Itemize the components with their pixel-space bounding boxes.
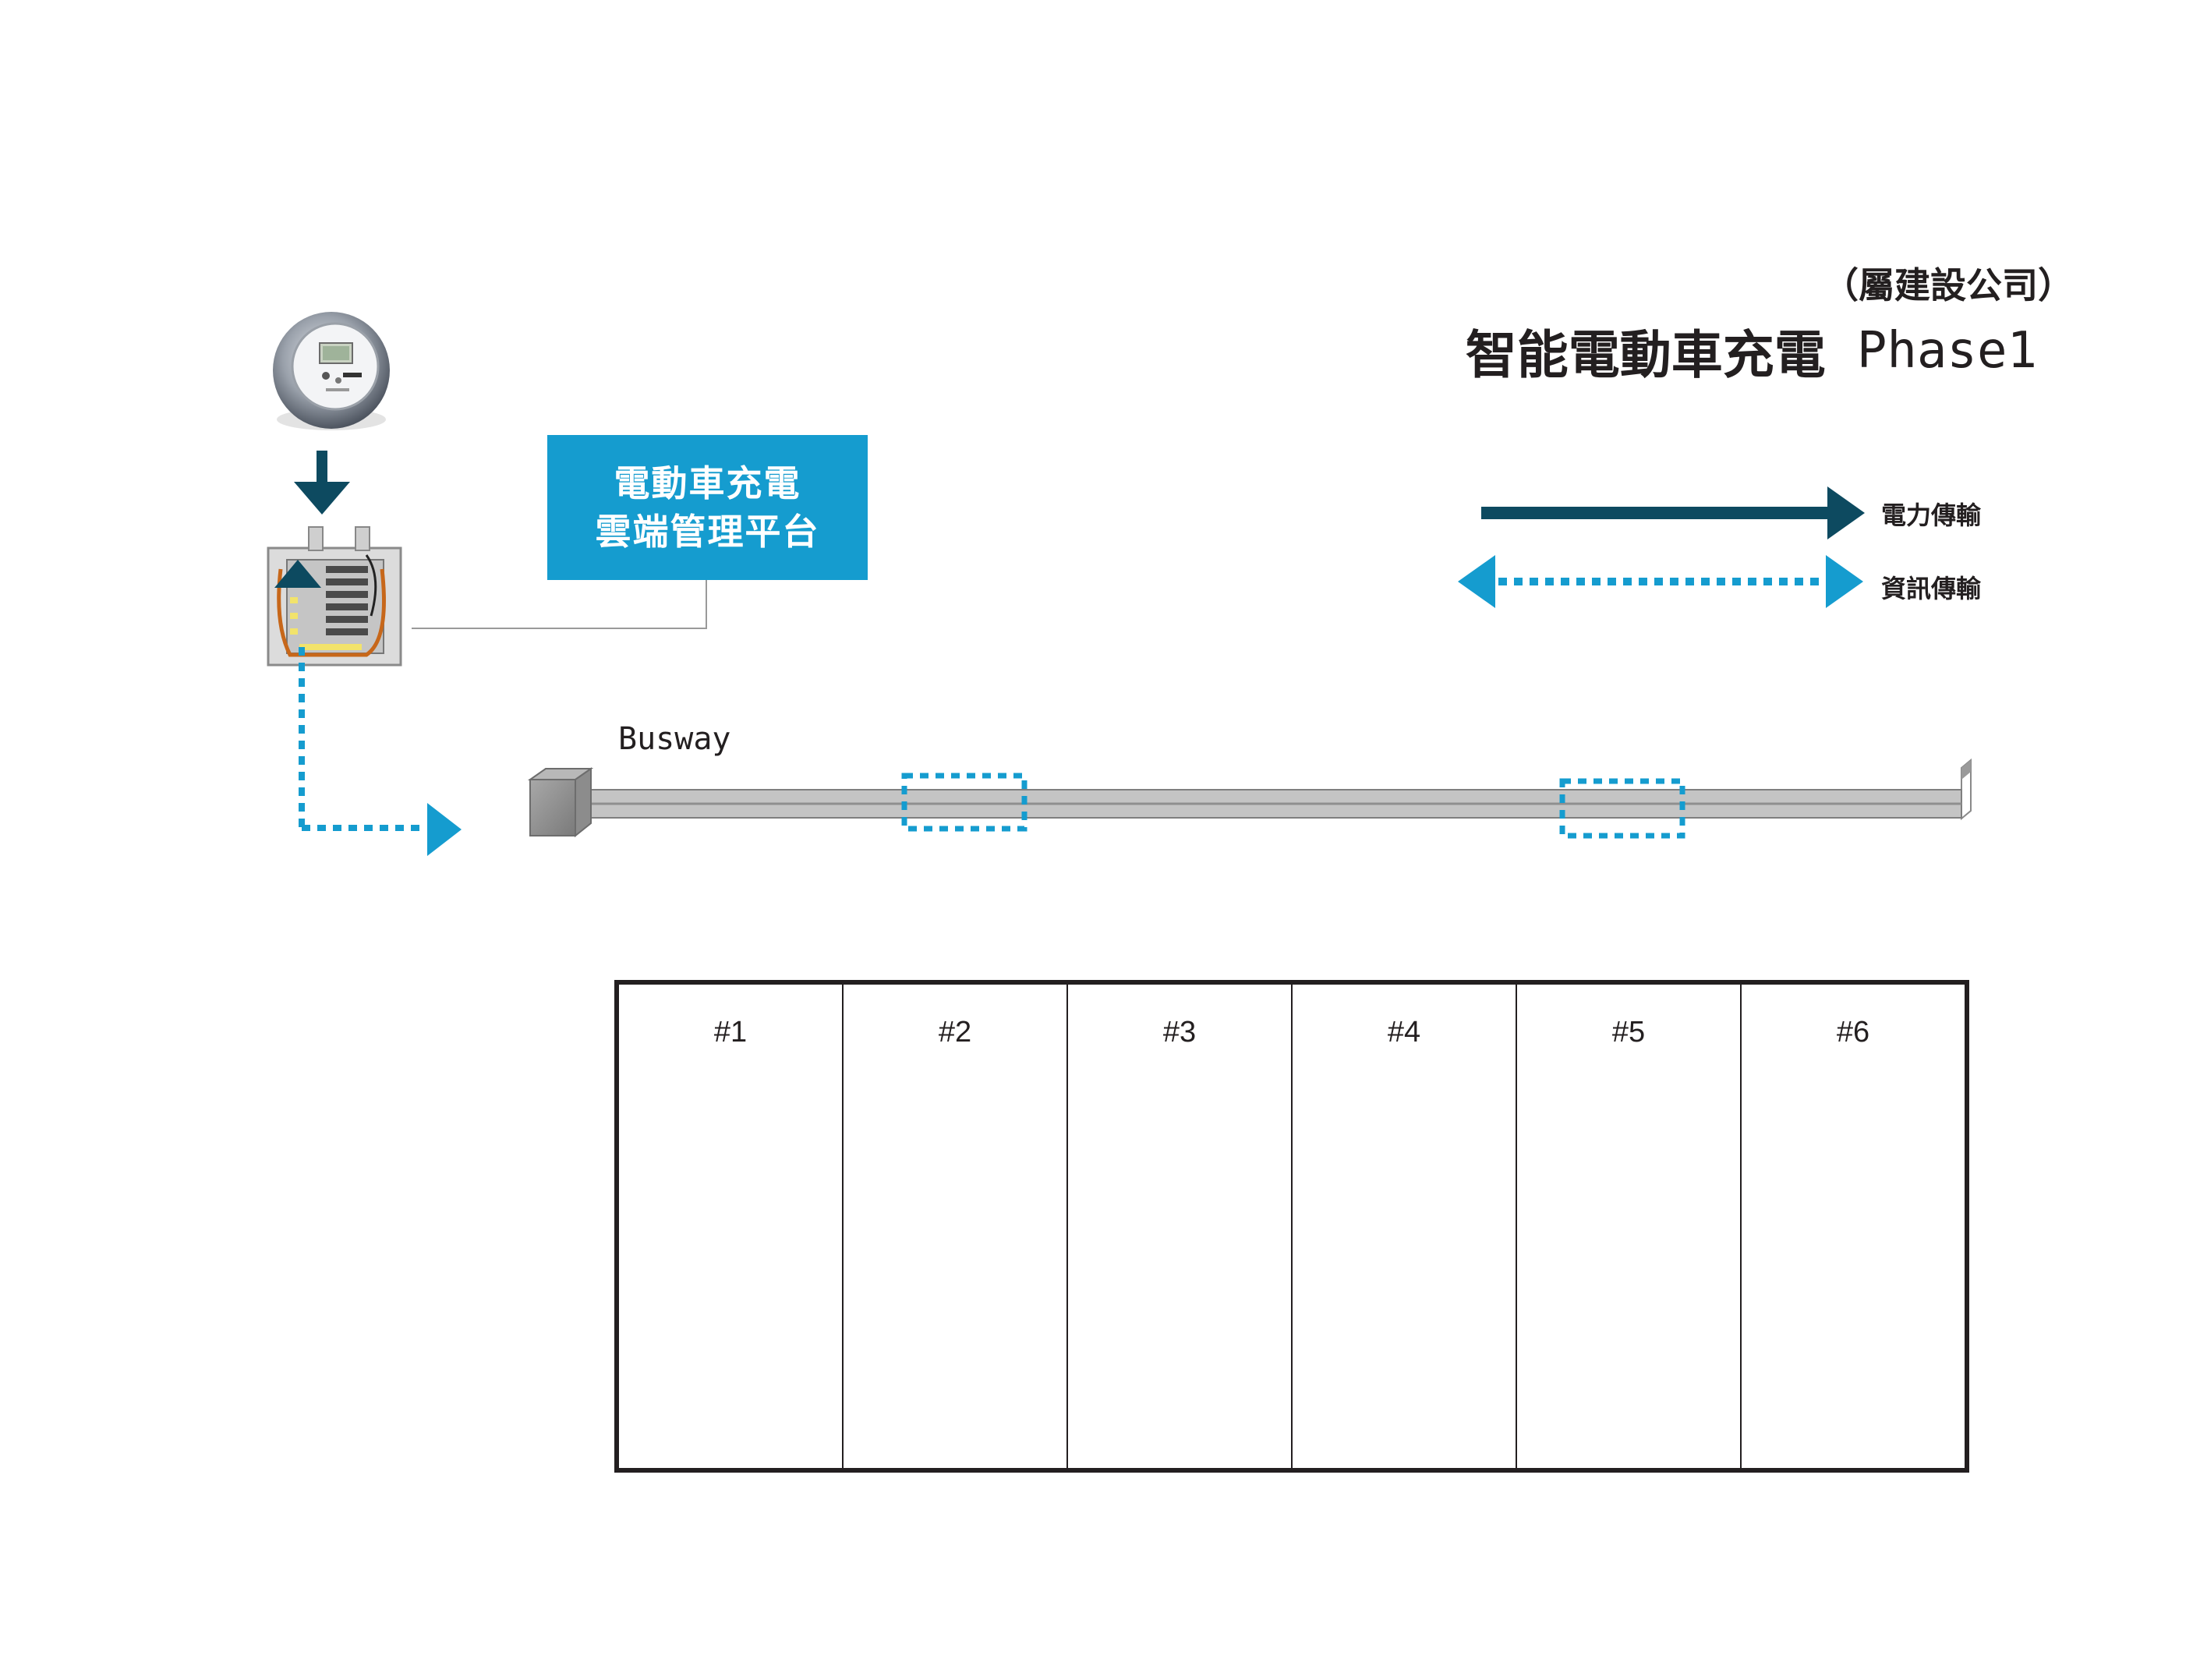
slot-label: #4 — [1387, 1016, 1421, 1049]
slot-label: #6 — [1836, 1016, 1870, 1049]
slot-label: #3 — [1162, 1016, 1197, 1049]
legend-info-arrow — [1458, 555, 1863, 608]
parking-slot: #3 — [1068, 985, 1293, 1468]
electric-meter-icon — [273, 312, 390, 430]
busway-tap-off-1 — [901, 773, 1028, 832]
parking-slot: #6 — [1742, 985, 1965, 1468]
title-text: 智能電動車充電 — [1465, 325, 1826, 385]
busway-label: Busway — [618, 721, 731, 757]
data-arrow-up — [274, 560, 321, 588]
parking-slot: #4 — [1293, 985, 1517, 1468]
slot-label: #5 — [1611, 1016, 1646, 1049]
phase-text: Phase1 — [1856, 322, 2037, 380]
legend-power-label: 電力傳輸 — [1881, 500, 1982, 530]
slot-label: #2 — [938, 1016, 972, 1049]
cloud-platform-line2: 雲端管理平台 — [595, 511, 820, 553]
panel-cloud-connector — [412, 580, 707, 629]
power-arrow-down — [294, 451, 350, 515]
busway-tap-off-2 — [1559, 778, 1685, 839]
parking-slots: #1 #2 #3 #4 #5 #6 — [614, 980, 1969, 1473]
panel-data-line — [299, 647, 462, 856]
slot-label: #1 — [713, 1016, 748, 1049]
distribution-panel-icon — [267, 526, 402, 667]
legend-power-arrow — [1481, 486, 1865, 539]
busway — [527, 758, 1972, 838]
parking-slot: #1 — [619, 985, 844, 1468]
cloud-platform-line1: 電動車充電 — [614, 462, 801, 504]
parking-slot: #5 — [1517, 985, 1742, 1468]
page-title: 智能電動車充電 Phase1 — [1466, 316, 2037, 386]
legend-info-label: 資訊傳輸 — [1881, 574, 1982, 603]
company-subtitle: （屬建設公司） — [1823, 264, 2074, 306]
parking-slot: #2 — [844, 985, 1068, 1468]
cloud-platform-box: 電動車充電 雲端管理平台 — [547, 435, 868, 580]
